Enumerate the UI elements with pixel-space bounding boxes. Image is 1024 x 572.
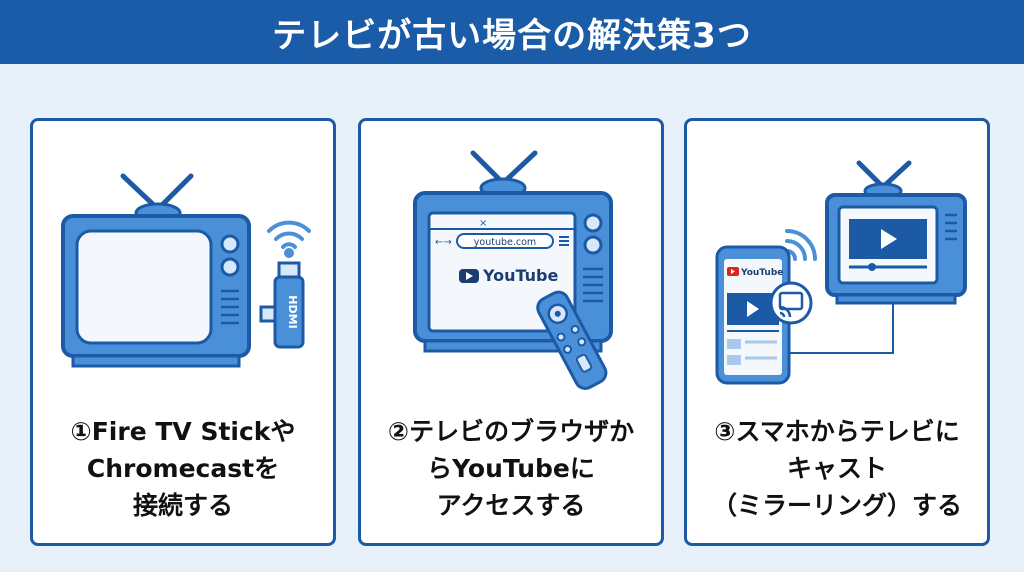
solution-card-2: × ←→ youtube.com YouTube ②テレビのブラウザか らYou…	[358, 118, 664, 546]
tv-icon	[61, 173, 251, 368]
remote-control-icon	[536, 290, 608, 390]
svg-text:×: ×	[479, 218, 487, 229]
caption-line: アクセスする	[436, 491, 586, 520]
caption-line: キャスト	[786, 454, 887, 483]
solution-card-3: YouTube ③スマホからテレビに キャスト （ミラーリング）する	[684, 118, 990, 546]
youtube-brand: YouTube	[482, 266, 559, 285]
caption-line: 接続する	[132, 491, 233, 520]
cable-line	[787, 303, 894, 354]
caption-line: らYouTubeに	[427, 454, 595, 483]
hdmi-label: HDMI	[286, 295, 299, 328]
wifi-icon	[267, 220, 311, 258]
caption-line: ③スマホからテレビに	[714, 417, 960, 446]
caption-line: Chromecastを	[86, 454, 280, 483]
solution-card-1: HDMI ①Fire TV Stickや Chromecastを 接続する	[30, 118, 336, 546]
hdmi-stick-icon: HDMI	[259, 261, 305, 349]
cast-icon	[769, 281, 813, 325]
caption-line: （ミラーリング）する	[711, 491, 962, 520]
card-3-caption: ③スマホからテレビに キャスト （ミラーリング）する	[687, 413, 987, 524]
tv-icon	[825, 160, 967, 305]
smartphone-icon: YouTube	[715, 245, 791, 385]
card-2-caption: ②テレビのブラウザか らYouTubeに アクセスする	[361, 413, 661, 524]
phone-youtube-brand: YouTube	[740, 268, 783, 278]
card-1-caption: ①Fire TV Stickや Chromecastを 接続する	[33, 413, 333, 524]
wifi-icon	[785, 229, 817, 261]
url-text: youtube.com	[474, 237, 536, 248]
page-title: テレビが古い場合の解決策3つ	[272, 15, 752, 56]
tv-stick-illustration: HDMI	[61, 173, 311, 368]
svg-text:←→: ←→	[435, 237, 452, 248]
cast-illustration: YouTube	[715, 160, 967, 385]
tv-browser-illustration: × ←→ youtube.com YouTube	[413, 150, 613, 390]
header-banner: テレビが古い場合の解決策3つ	[0, 0, 1024, 64]
caption-line: ②テレビのブラウザか	[387, 417, 635, 446]
caption-line: ①Fire TV Stickや	[70, 417, 296, 446]
